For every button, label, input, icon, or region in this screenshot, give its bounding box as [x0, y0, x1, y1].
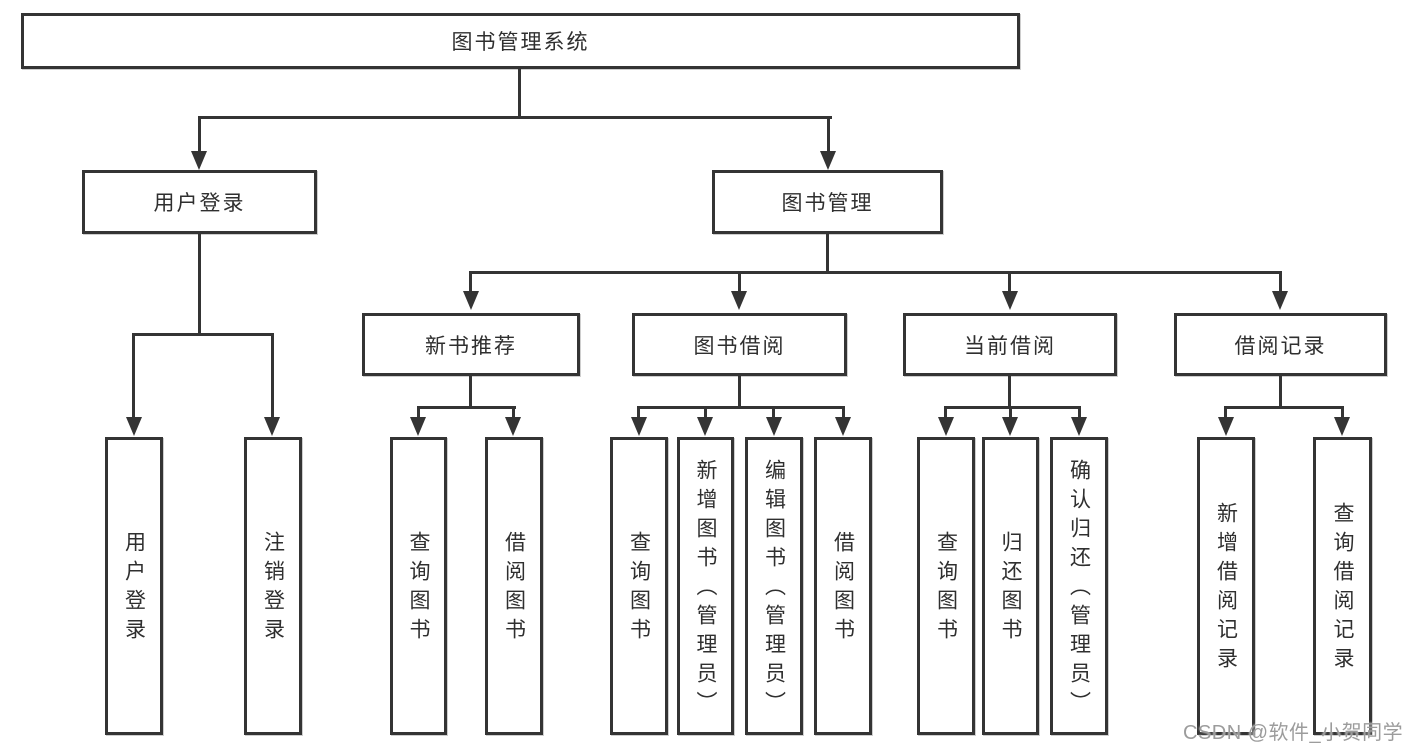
connector-records-down — [1279, 376, 1282, 409]
arrowhead-icon — [731, 291, 747, 310]
connector-current-down — [1008, 376, 1011, 409]
connector-bookmgmt-across — [469, 271, 1282, 274]
leaf-borrowing-add-books-admin: 新增图书（管理员） — [677, 437, 734, 735]
arrowhead-icon — [631, 417, 647, 436]
connector-recommend-across — [417, 406, 516, 409]
node-label: 新书推荐 — [425, 334, 517, 358]
arrowhead-icon — [264, 417, 280, 436]
connector-leaf-stub — [271, 333, 274, 417]
connector-bookmgmt-down — [826, 234, 829, 274]
leaf-label: 新增图书（管理员） — [694, 458, 717, 720]
connector-borrowing-across — [637, 406, 845, 409]
connector-records-across — [1224, 406, 1344, 409]
leaf-borrowing-query-books: 查询图书 — [610, 437, 668, 735]
leaf-logout: 注销登录 — [244, 437, 302, 735]
arrowhead-icon — [1002, 417, 1018, 436]
leaf-label: 注销登录 — [261, 531, 285, 647]
node-label: 图书管理 — [781, 192, 874, 215]
node-label: 图书借阅 — [693, 334, 786, 358]
leaf-label: 用户登录 — [122, 531, 146, 647]
connector-root-across — [198, 116, 832, 119]
node-book-management: 图书管理 — [712, 170, 943, 234]
node-label: 用户登录 — [153, 192, 246, 215]
leaf-current-return-books: 归还图书 — [982, 437, 1039, 735]
connector-borrowing-down — [738, 376, 741, 409]
connector-leaf-stub — [1224, 406, 1227, 417]
connector-leaf-stub — [132, 333, 135, 417]
leaf-label: 查询图书 — [934, 531, 958, 647]
arrowhead-icon — [697, 417, 713, 436]
leaf-recommend-query-books: 查询图书 — [390, 437, 447, 735]
connector-root-down — [518, 68, 521, 119]
arrowhead-icon — [126, 417, 142, 436]
node-user-login: 用户登录 — [82, 170, 317, 234]
connector-leaf-stub — [842, 406, 845, 417]
arrowhead-icon — [191, 151, 207, 170]
leaf-label: 新增借阅记录 — [1214, 502, 1238, 676]
leaf-records-query-record: 查询借阅记录 — [1313, 437, 1372, 735]
node-book-borrowing: 图书借阅 — [632, 313, 847, 376]
connector-userlogin-down — [198, 234, 201, 336]
connector-leaf-stub — [1341, 406, 1344, 417]
arrowhead-icon — [1218, 417, 1234, 436]
connector-leaf-stub — [704, 406, 707, 417]
node-borrow-records: 借阅记录 — [1174, 313, 1387, 376]
arrowhead-icon — [938, 417, 954, 436]
csdn-watermark: CSDN @软件_小贺同学 — [1183, 722, 1404, 744]
leaf-label: 查询借阅记录 — [1331, 502, 1354, 676]
leaf-borrowing-borrow-books: 借阅图书 — [814, 437, 872, 735]
arrowhead-icon — [410, 417, 426, 436]
arrowhead-icon — [463, 291, 479, 310]
node-label: 借阅记录 — [1234, 334, 1327, 358]
connector-recommend-down — [469, 376, 472, 409]
connector-userlogin-across — [132, 333, 274, 336]
arrowhead-icon — [835, 417, 851, 436]
leaf-label: 归还图书 — [999, 531, 1022, 647]
node-label: 当前借阅 — [964, 334, 1056, 358]
arrowhead-icon — [1002, 291, 1018, 310]
arrowhead-icon — [820, 151, 836, 170]
leaf-label: 编辑图书（管理员） — [762, 458, 786, 720]
node-library-system: 图书管理系统 — [21, 13, 1020, 69]
arrowhead-icon — [1334, 417, 1350, 436]
leaf-label: 借阅图书 — [502, 531, 526, 647]
node-new-book-recommend: 新书推荐 — [362, 313, 580, 376]
connector-leaf-stub — [1009, 406, 1012, 417]
leaf-label: 查询图书 — [407, 531, 430, 647]
arrowhead-icon — [1272, 291, 1288, 310]
leaf-borrowing-edit-books-admin: 编辑图书（管理员） — [745, 437, 803, 735]
leaf-label: 确认归还（管理员） — [1067, 458, 1091, 720]
connector-branch-stub — [469, 271, 472, 292]
connector-current-across — [944, 406, 1081, 409]
arrowhead-icon — [505, 417, 521, 436]
connector-leaf-stub — [1078, 406, 1081, 417]
connector-branch-stub — [738, 271, 741, 292]
connector-branch-stub — [1008, 271, 1011, 292]
connector-to-user-login — [198, 116, 201, 153]
node-label: 图书管理系统 — [451, 31, 590, 54]
connector-leaf-stub — [637, 406, 640, 417]
leaf-label: 借阅图书 — [831, 531, 855, 647]
leaf-user-login: 用户登录 — [105, 437, 163, 735]
connector-leaf-stub — [944, 406, 947, 417]
leaf-recommend-borrow-books: 借阅图书 — [485, 437, 543, 735]
leaf-current-query-books: 查询图书 — [917, 437, 975, 735]
leaf-records-add-record: 新增借阅记录 — [1197, 437, 1255, 735]
node-current-borrowing: 当前借阅 — [903, 313, 1117, 376]
connector-to-book-mgmt — [827, 116, 830, 153]
connector-leaf-stub — [772, 406, 775, 417]
leaf-current-confirm-return-admin: 确认归还（管理员） — [1050, 437, 1108, 735]
connector-leaf-stub — [512, 406, 515, 417]
arrowhead-icon — [1071, 417, 1087, 436]
arrowhead-icon — [766, 417, 782, 436]
connector-leaf-stub — [417, 406, 420, 417]
leaf-label: 查询图书 — [627, 531, 651, 647]
connector-branch-stub — [1279, 271, 1282, 292]
